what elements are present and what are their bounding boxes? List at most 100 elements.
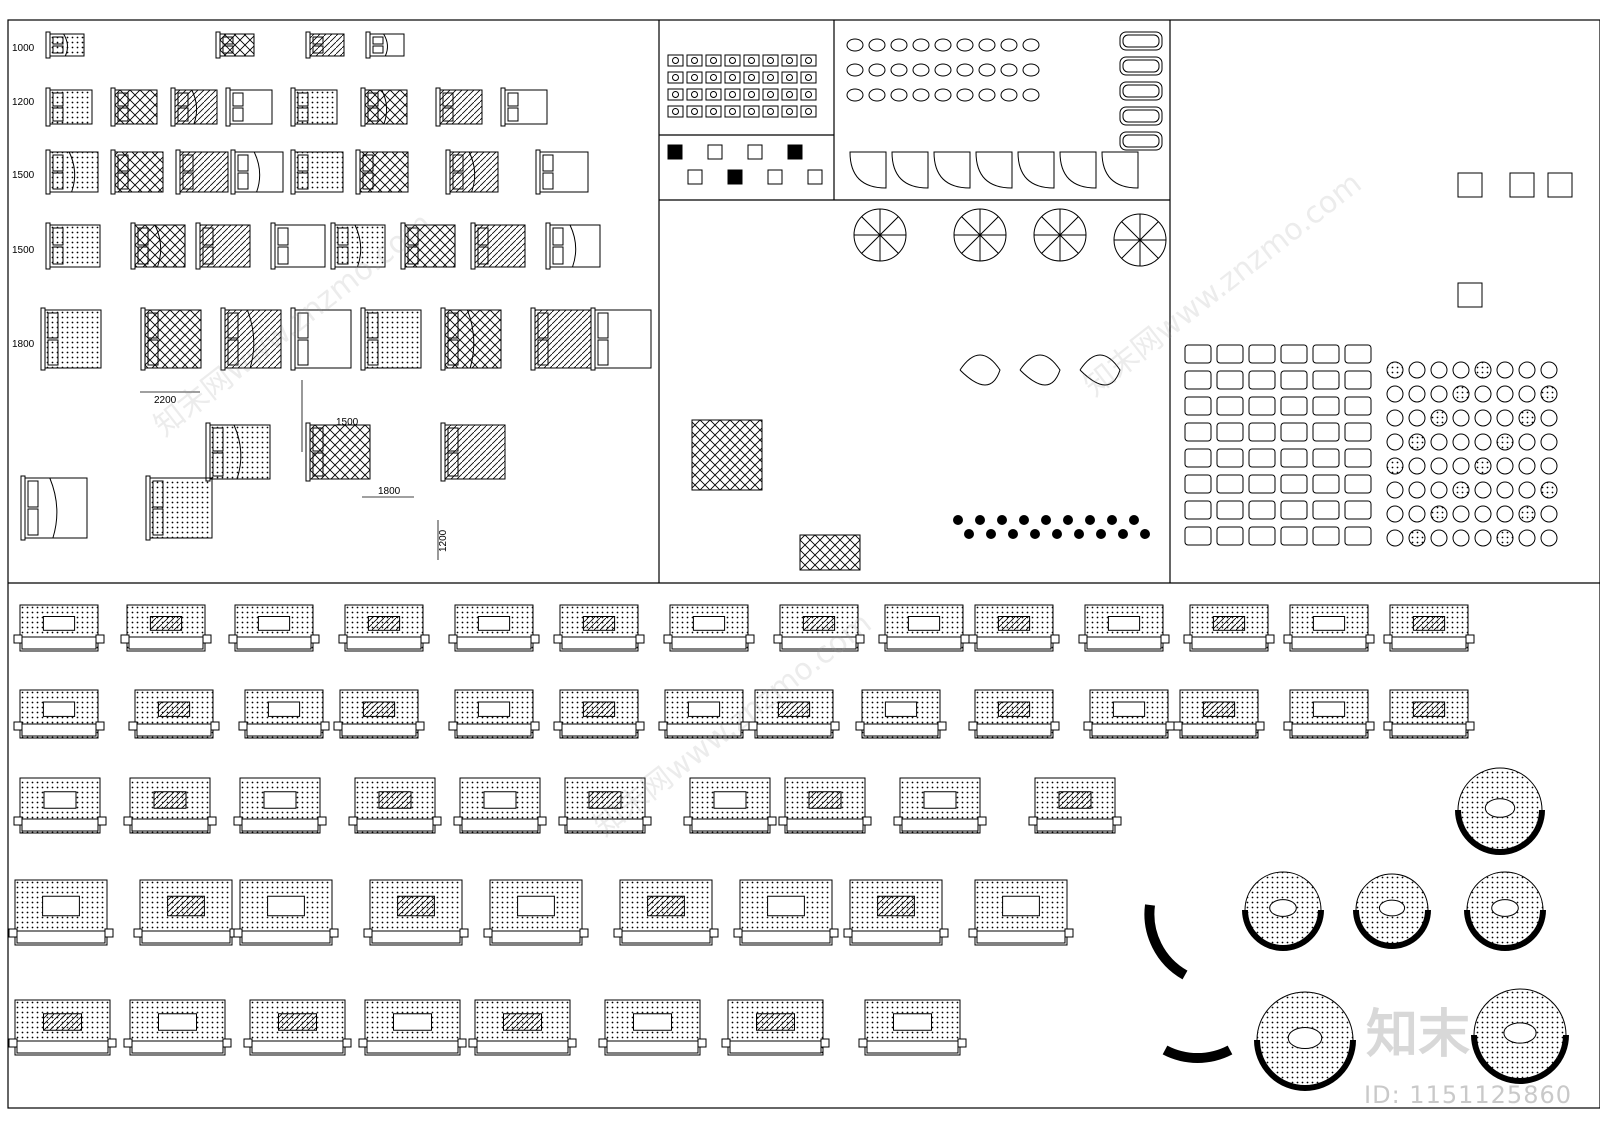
- sofa-symbol: [1248, 526, 1276, 546]
- sink-symbol: [1022, 38, 1040, 52]
- sofa-symbol: [1216, 370, 1244, 390]
- kitchen-fixture: [800, 88, 817, 101]
- sofa-symbol: [1312, 448, 1340, 468]
- kitchen-fixture: [724, 54, 741, 67]
- kitchen-fixture: [781, 71, 798, 84]
- umbrella-symbol: [1113, 213, 1167, 267]
- bed-symbol: [530, 307, 592, 371]
- living-room-set: [1283, 689, 1375, 739]
- kitchen-appliance-symbols: [667, 54, 823, 185]
- burner: [672, 57, 679, 64]
- chair-symbol: [1518, 529, 1536, 547]
- appliance: [767, 169, 783, 185]
- burner: [710, 74, 717, 81]
- living-room-set: [468, 999, 577, 1056]
- sofa-symbol: [1280, 396, 1308, 416]
- bed-symbol: [175, 149, 229, 195]
- bed-symbol: [145, 475, 213, 541]
- burner: [729, 57, 736, 64]
- sink-symbol: [934, 63, 952, 77]
- burner: [767, 74, 774, 81]
- sofa-symbol: [1344, 396, 1372, 416]
- chair-symbol: [1540, 457, 1558, 475]
- living-room-set: [858, 999, 967, 1056]
- sofa-symbol: [1280, 500, 1308, 520]
- bed-symbol: [40, 307, 102, 371]
- kitchen-fixture: [781, 105, 798, 118]
- chair-symbol: [1386, 433, 1404, 451]
- chair-symbol: [1518, 385, 1536, 403]
- chair-symbol: [1430, 361, 1448, 379]
- sofa-symbol: [1344, 526, 1372, 546]
- living-room-set: [448, 689, 540, 739]
- sink-symbol: [912, 38, 930, 52]
- sofa-symbol: [1184, 474, 1212, 494]
- bed-symbol: [130, 222, 186, 270]
- kitchen-fixture: [762, 71, 779, 84]
- tree-canopy-symbol: [959, 354, 1001, 386]
- burner: [786, 108, 793, 115]
- sofa-symbol: [1248, 500, 1276, 520]
- bed-symbol: [445, 149, 499, 195]
- bed-symbol: [290, 307, 352, 371]
- shrub-symbol: [1140, 529, 1150, 539]
- living-room-set: [778, 777, 872, 834]
- chair-symbol: [1386, 457, 1404, 475]
- bathtub-symbol: [1119, 31, 1163, 51]
- living-room-set: [598, 999, 707, 1056]
- kitchen-fixture: [705, 54, 722, 67]
- living-room-set: [1078, 604, 1170, 652]
- chair-symbol: [1474, 529, 1492, 547]
- chair-symbol: [1518, 505, 1536, 523]
- sink-symbol: [934, 88, 952, 102]
- bed-size-labels: 1000 1200 1500 1500 1800: [12, 43, 35, 350]
- dining-table-symbol: [1457, 282, 1483, 308]
- chair-symbol: [1386, 409, 1404, 427]
- sofa-symbol: [1312, 396, 1340, 416]
- chair-symbol: [1408, 385, 1426, 403]
- living-room-set: [721, 999, 830, 1056]
- sofa-symbol: [1344, 474, 1372, 494]
- chair-symbol: [1540, 385, 1558, 403]
- living-room-set: [613, 879, 719, 946]
- chair-symbol: [1518, 481, 1536, 499]
- bathroom-fixture-symbols: [846, 31, 1163, 189]
- bed-symbol: [20, 475, 88, 541]
- chair-symbol: [1496, 529, 1514, 547]
- sink-symbol: [890, 38, 908, 52]
- living-room-set: [8, 879, 114, 946]
- shrub-symbol: [1129, 515, 1139, 525]
- bed-symbol: [305, 422, 371, 482]
- living-room-set: [733, 879, 839, 946]
- kitchen-fixture: [686, 71, 703, 84]
- shrub-symbol: [1008, 529, 1018, 539]
- appliance: [707, 144, 723, 160]
- kitchen-fixture: [781, 88, 798, 101]
- appliance: [807, 169, 823, 185]
- chair-symbol: [1430, 529, 1448, 547]
- chair-symbol: [1496, 361, 1514, 379]
- chair-symbol: [1386, 361, 1404, 379]
- sofa-symbol: [1184, 422, 1212, 442]
- living-room-set: [123, 777, 217, 834]
- sink-symbol: [1000, 63, 1018, 77]
- sink-symbol: [890, 63, 908, 77]
- chair-symbol: [1518, 457, 1536, 475]
- kitchen-fixture: [781, 54, 798, 67]
- living-room-set: [13, 777, 107, 834]
- sofa-symbol: [1344, 500, 1372, 520]
- shrub-symbol: [1041, 515, 1051, 525]
- chair-symbol: [1474, 409, 1492, 427]
- living-room-set: [1283, 604, 1375, 652]
- chair-symbol: [1430, 457, 1448, 475]
- watermark-id: ID: 1151125860: [1364, 1081, 1572, 1109]
- chair-symbol: [1474, 505, 1492, 523]
- living-room-set: [553, 604, 645, 652]
- burner: [691, 74, 698, 81]
- burner: [672, 91, 679, 98]
- chair-symbol: [1496, 433, 1514, 451]
- living-room-set: [453, 777, 547, 834]
- bed-symbol: [400, 222, 456, 270]
- living-room-set: [123, 999, 232, 1056]
- burner: [805, 108, 812, 115]
